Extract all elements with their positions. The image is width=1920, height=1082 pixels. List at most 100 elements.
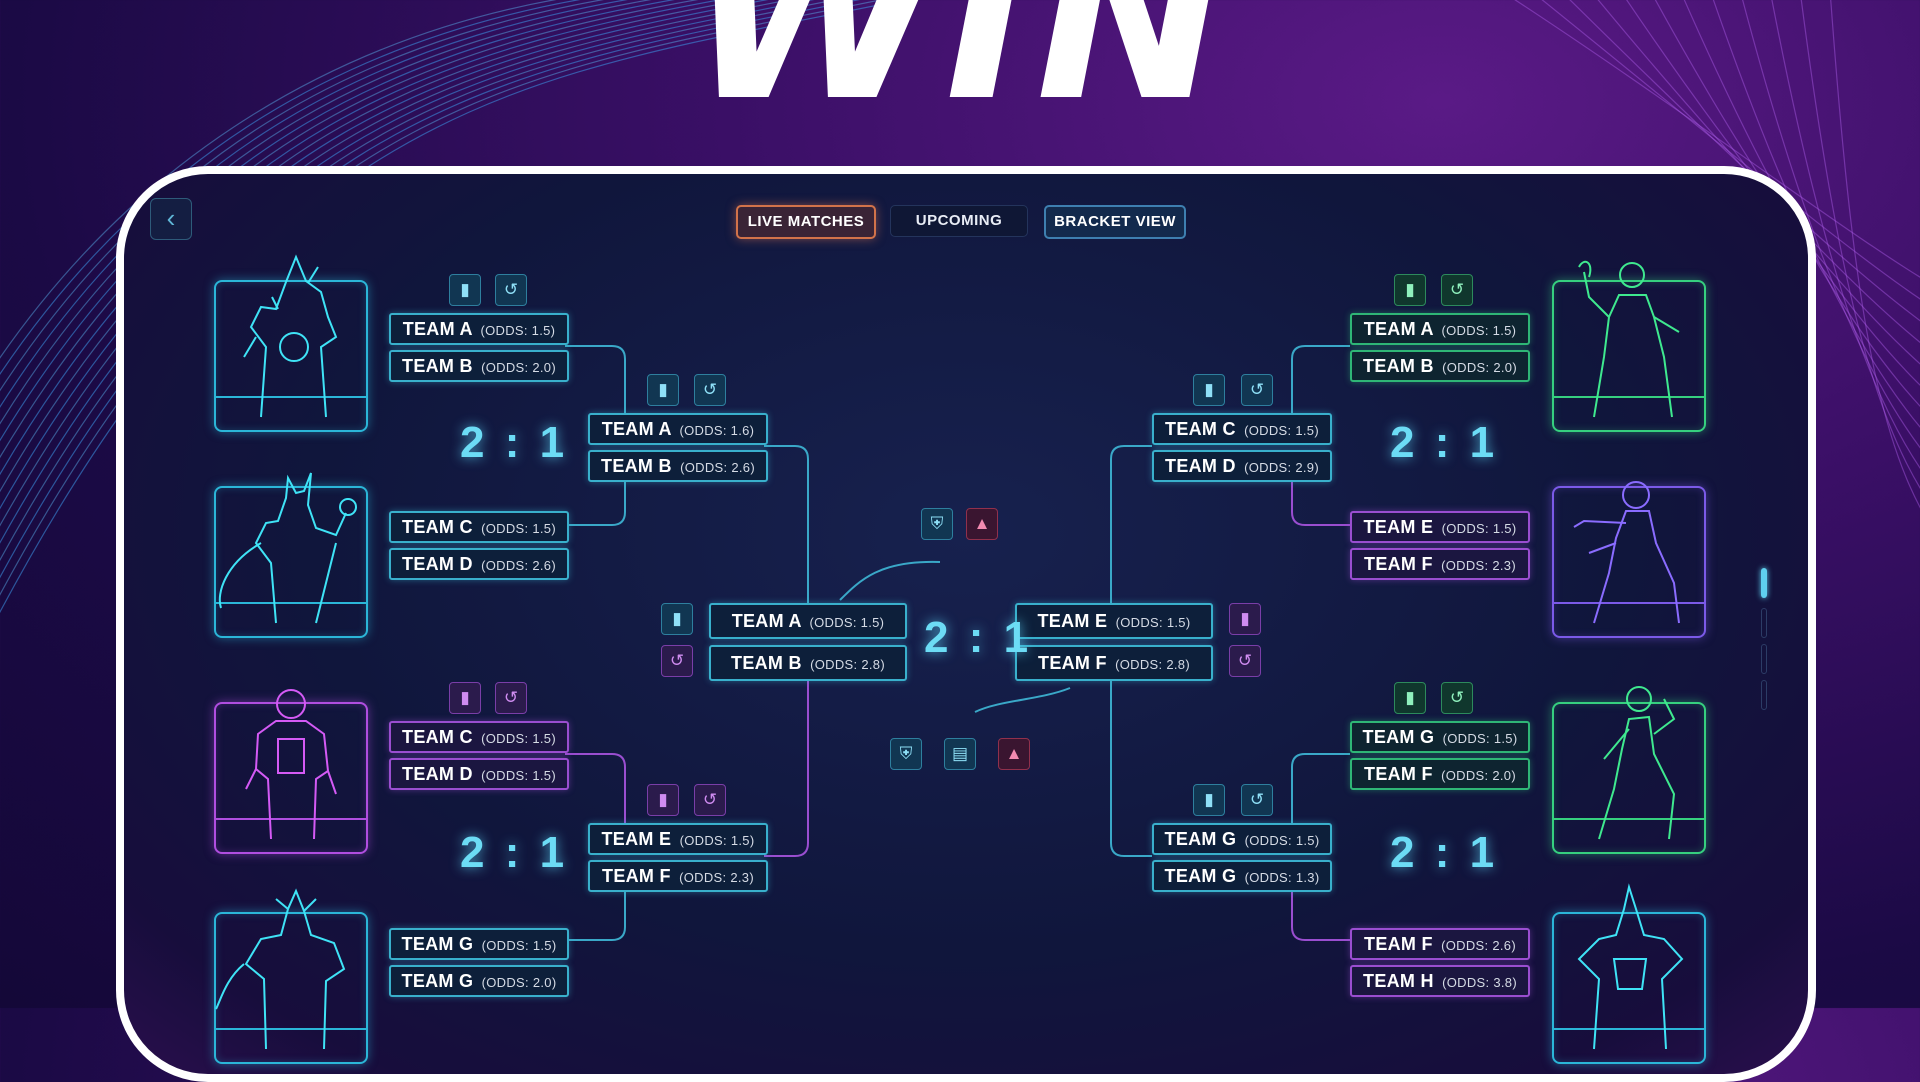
- character-card[interactable]: [214, 472, 368, 638]
- team-slot[interactable]: TEAM G (ODDS: 1.5): [389, 928, 569, 960]
- history-button[interactable]: ↺: [1241, 784, 1273, 816]
- team-slot[interactable]: TEAM A (ODDS: 1.6): [588, 413, 768, 445]
- team-slot[interactable]: TEAM G (ODDS: 2.0): [389, 965, 569, 997]
- history-button[interactable]: ↺: [1229, 645, 1261, 677]
- team-slot[interactable]: TEAM B (ODDS: 2.0): [1350, 350, 1530, 382]
- tab-upcoming[interactable]: UPCOMING: [890, 205, 1028, 237]
- team-slot[interactable]: TEAM G (ODDS: 1.5): [1350, 721, 1530, 753]
- history-button[interactable]: ↺: [1441, 682, 1473, 714]
- stats-button[interactable]: ▮: [1394, 682, 1426, 714]
- mage-character-icon: [218, 472, 357, 624]
- history-icon: ↺: [702, 380, 718, 399]
- history-icon: ↺: [669, 651, 685, 670]
- match-score: 2 : 1: [1390, 828, 1499, 877]
- history-button[interactable]: ↺: [694, 374, 726, 406]
- knight-character-icon: [215, 888, 346, 1050]
- character-card[interactable]: [214, 254, 368, 432]
- team-slot[interactable]: TEAM F (ODDS: 2.3): [588, 860, 768, 892]
- team-slot[interactable]: TEAM G (ODDS: 1.3): [1152, 860, 1332, 892]
- warrior-character-icon: [243, 254, 338, 418]
- team-slot[interactable]: TEAM B (ODDS: 2.6): [588, 450, 768, 482]
- match-score: 2 : 1: [460, 828, 569, 877]
- team-slot[interactable]: TEAM B (ODDS: 2.0): [389, 350, 569, 382]
- character-card[interactable]: [214, 888, 368, 1064]
- history-icon: ↺: [1249, 380, 1265, 399]
- bar-chart-icon: ▮: [1405, 688, 1415, 707]
- history-button[interactable]: ↺: [1241, 374, 1273, 406]
- history-icon: ↺: [1249, 790, 1265, 809]
- character-card[interactable]: [214, 689, 368, 854]
- team-slot[interactable]: TEAM F (ODDS: 2.6): [1350, 928, 1530, 960]
- history-button[interactable]: ↺: [661, 645, 693, 677]
- match-score: 2 : 1: [1390, 418, 1499, 467]
- team-slot[interactable]: TEAM E (ODDS: 1.5): [1350, 511, 1530, 543]
- bar-chart-icon: ▮: [658, 790, 668, 809]
- runner-character-icon: [1598, 686, 1676, 840]
- team-slot[interactable]: TEAM A (ODDS: 1.5): [1350, 313, 1530, 345]
- gunner-character-icon: [1573, 481, 1680, 624]
- character-card[interactable]: [1552, 883, 1706, 1064]
- team-slot[interactable]: TEAM F (ODDS: 2.8): [1015, 645, 1213, 681]
- team-slot[interactable]: TEAM A (ODDS: 1.5): [389, 313, 569, 345]
- stats-button[interactable]: ▮: [661, 603, 693, 635]
- team-slot[interactable]: TEAM G (ODDS: 1.5): [1152, 823, 1332, 855]
- history-button[interactable]: ↺: [495, 274, 527, 306]
- stats-button[interactable]: ▮: [449, 274, 481, 306]
- team-badge-button[interactable]: ⛨: [890, 738, 922, 770]
- bar-chart-icon: ▮: [672, 609, 682, 628]
- signal-chart-icon: ▲: [1005, 744, 1023, 763]
- character-card[interactable]: [1552, 260, 1706, 432]
- bar-chart-icon: ▮: [658, 380, 668, 399]
- team-slot[interactable]: TEAM D (ODDS: 2.6): [389, 548, 569, 580]
- stats-button[interactable]: ▮: [647, 784, 679, 816]
- team-slot[interactable]: TEAM A (ODDS: 1.5): [709, 603, 907, 639]
- back-button[interactable]: ‹: [150, 198, 192, 240]
- history-icon: ↺: [1449, 688, 1465, 707]
- team-slot[interactable]: TEAM F (ODDS: 2.0): [1350, 758, 1530, 790]
- signal-button[interactable]: ▲: [998, 738, 1030, 770]
- stats-button[interactable]: ▮: [1193, 784, 1225, 816]
- chevron-left-icon: ‹: [166, 203, 176, 233]
- character-card[interactable]: [1552, 481, 1706, 638]
- bar-chart-icon: ▮: [1204, 380, 1214, 399]
- tab-bracket-view[interactable]: BRACKET VIEW: [1044, 205, 1186, 239]
- character-card[interactable]: [1552, 686, 1706, 854]
- team-slot[interactable]: TEAM B (ODDS: 2.8): [709, 645, 907, 681]
- team-slot[interactable]: TEAM H (ODDS: 3.8): [1350, 965, 1530, 997]
- document-button[interactable]: ▤: [944, 738, 976, 770]
- bar-chart-icon: ▮: [1405, 280, 1415, 299]
- background-arcs: [0, 0, 1920, 614]
- soldier-character-icon: [245, 689, 337, 840]
- team-slot[interactable]: TEAM D (ODDS: 2.9): [1152, 450, 1332, 482]
- team-slot[interactable]: TEAM E (ODDS: 1.5): [1015, 603, 1213, 639]
- team-slot[interactable]: TEAM F (ODDS: 2.3): [1350, 548, 1530, 580]
- bar-chart-icon: ▮: [460, 688, 470, 707]
- signal-button[interactable]: ▲: [966, 508, 998, 540]
- team-slot[interactable]: TEAM C (ODDS: 1.5): [389, 721, 569, 753]
- history-button[interactable]: ↺: [495, 682, 527, 714]
- team-slot[interactable]: TEAM C (ODDS: 1.5): [1152, 413, 1332, 445]
- tab-live-matches[interactable]: LIVE MATCHES: [736, 205, 876, 239]
- paladin-character-icon: [1577, 883, 1684, 1050]
- scrollbar-track-segment: [1761, 608, 1767, 638]
- stats-button[interactable]: ▮: [1229, 603, 1261, 635]
- stats-button[interactable]: ▮: [647, 374, 679, 406]
- history-button[interactable]: ↺: [1441, 274, 1473, 306]
- history-icon: ↺: [503, 280, 519, 299]
- scrollbar-track-segment: [1761, 644, 1767, 674]
- team-badge-button[interactable]: ⛨: [921, 508, 953, 540]
- stats-button[interactable]: ▮: [1193, 374, 1225, 406]
- stats-button[interactable]: ▮: [1394, 274, 1426, 306]
- stats-button[interactable]: ▮: [449, 682, 481, 714]
- team-slot[interactable]: TEAM D (ODDS: 1.5): [389, 758, 569, 790]
- team-slot[interactable]: TEAM E (ODDS: 1.5): [588, 823, 768, 855]
- team-slot[interactable]: TEAM C (ODDS: 1.5): [389, 511, 569, 543]
- scrollbar-track-segment: [1761, 680, 1767, 710]
- app-panel: ‹ LIVE MATCHES UPCOMING BRACKET VIEW ▮ ↺…: [116, 166, 1816, 1082]
- match-score: 2 : 1: [460, 418, 569, 467]
- shield-icon: ⛨: [930, 514, 944, 533]
- bar-chart-icon: ▮: [1240, 609, 1250, 628]
- signal-chart-icon: ▲: [973, 514, 991, 533]
- history-button[interactable]: ↺: [694, 784, 726, 816]
- scrollbar-thumb[interactable]: [1761, 568, 1767, 598]
